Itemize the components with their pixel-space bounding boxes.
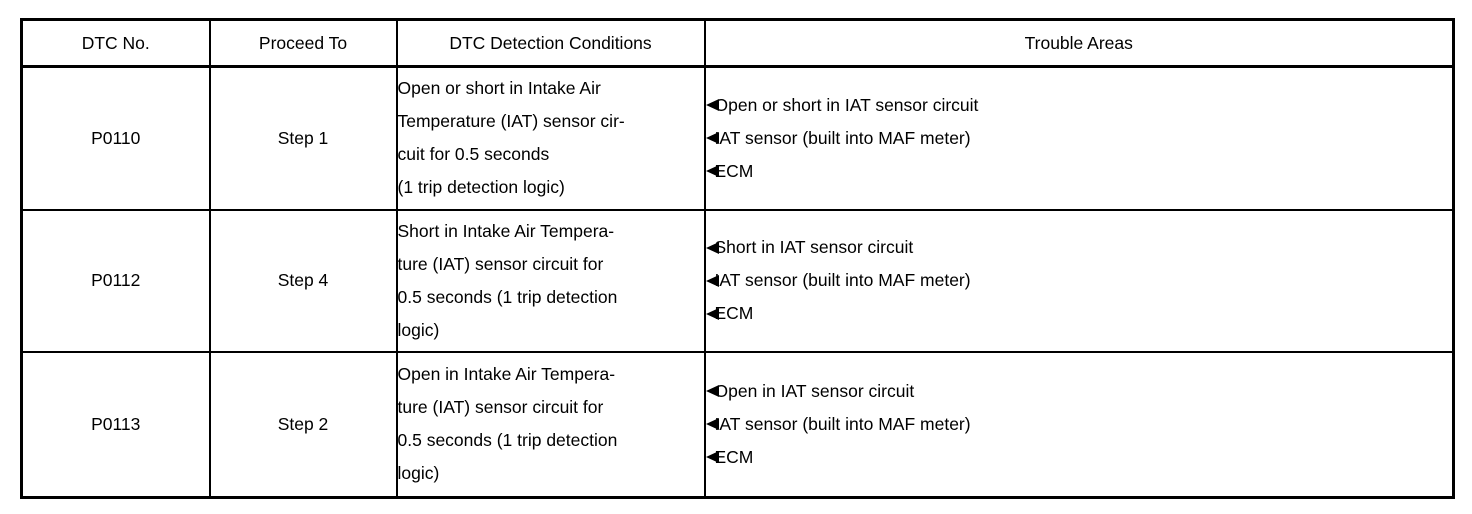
table-row: P0113 Step 2 Open in Intake Air Tempera-… [20,350,1455,499]
table-row: P0110 Step 1 Open or short in Intake Air… [20,65,1455,211]
trouble-area-item: IAT sensor (built into MAF meter) [706,122,1452,155]
dtc-table: DTC No. Proceed To DTC Detection Conditi… [20,18,1455,499]
trouble-area-item: IAT sensor (built into MAF meter) [706,408,1452,441]
detection-conditions-cell: Open or short in Intake Air Temperature … [395,65,706,211]
trouble-areas-cell: Open or short in IAT sensor circuit IAT … [703,65,1455,211]
column-header-dtc-no: DTC No. [20,18,211,68]
trouble-area-item: IAT sensor (built into MAF meter) [706,264,1452,297]
trouble-areas-cell: Open in IAT sensor circuit IAT sensor (b… [703,350,1455,499]
trouble-area-item: ECM [706,155,1452,188]
dtc-no-cell: P0110 [20,65,211,211]
left-triangle-bullet-icon [706,307,719,320]
trouble-area-text: IAT sensor (built into MAF meter) [714,413,971,434]
trouble-area-item: Open in IAT sensor circuit [706,375,1452,408]
trouble-area-text: IAT sensor (built into MAF meter) [714,270,971,290]
left-triangle-bullet-icon [706,274,719,287]
header-row: DTC No. Proceed To DTC Detection Conditi… [20,18,1455,68]
proceed-to-cell: Step 4 [208,208,398,353]
left-triangle-bullet-icon [706,99,719,112]
detection-conditions-cell: Open in Intake Air Tempera- ture (IAT) s… [395,350,706,499]
column-header-proceed-to: Proceed To [208,18,398,68]
trouble-area-item: Open or short in IAT sensor circuit [706,89,1452,122]
left-triangle-bullet-icon [706,385,719,398]
trouble-area-text: Open in IAT sensor circuit [714,380,915,401]
column-header-trouble-areas: Trouble Areas [703,18,1455,68]
proceed-to-cell: Step 2 [208,350,398,499]
left-triangle-bullet-icon [706,132,719,145]
trouble-area-text: ECM [714,446,754,467]
trouble-area-text: Short in IAT sensor circuit [714,237,914,257]
dtc-no-cell: P0113 [20,350,211,499]
dtc-no-cell: P0112 [20,208,211,353]
trouble-area-text: IAT sensor (built into MAF meter) [714,127,971,148]
detection-conditions-cell: Short in Intake Air Tempera- ture (IAT) … [395,208,706,353]
trouble-areas-cell: Short in IAT sensor circuit IAT sensor (… [703,208,1455,353]
left-triangle-bullet-icon [706,241,719,254]
trouble-area-text: ECM [714,303,754,323]
proceed-to-cell: Step 1 [208,65,398,211]
dtc-table-container: DTC No. Proceed To DTC Detection Conditi… [20,18,1455,499]
trouble-area-text: Open or short in IAT sensor circuit [714,94,979,115]
left-triangle-bullet-icon [706,418,719,431]
trouble-area-item: ECM [706,297,1452,330]
left-triangle-bullet-icon [706,165,719,178]
trouble-area-item: Short in IAT sensor circuit [706,231,1452,264]
trouble-area-item: ECM [706,441,1452,474]
table-row: P0112 Step 4 Short in Intake Air Tempera… [20,208,1455,353]
left-triangle-bullet-icon [706,451,719,464]
column-header-detection-conditions: DTC Detection Conditions [395,18,706,68]
trouble-area-text: ECM [714,160,754,181]
